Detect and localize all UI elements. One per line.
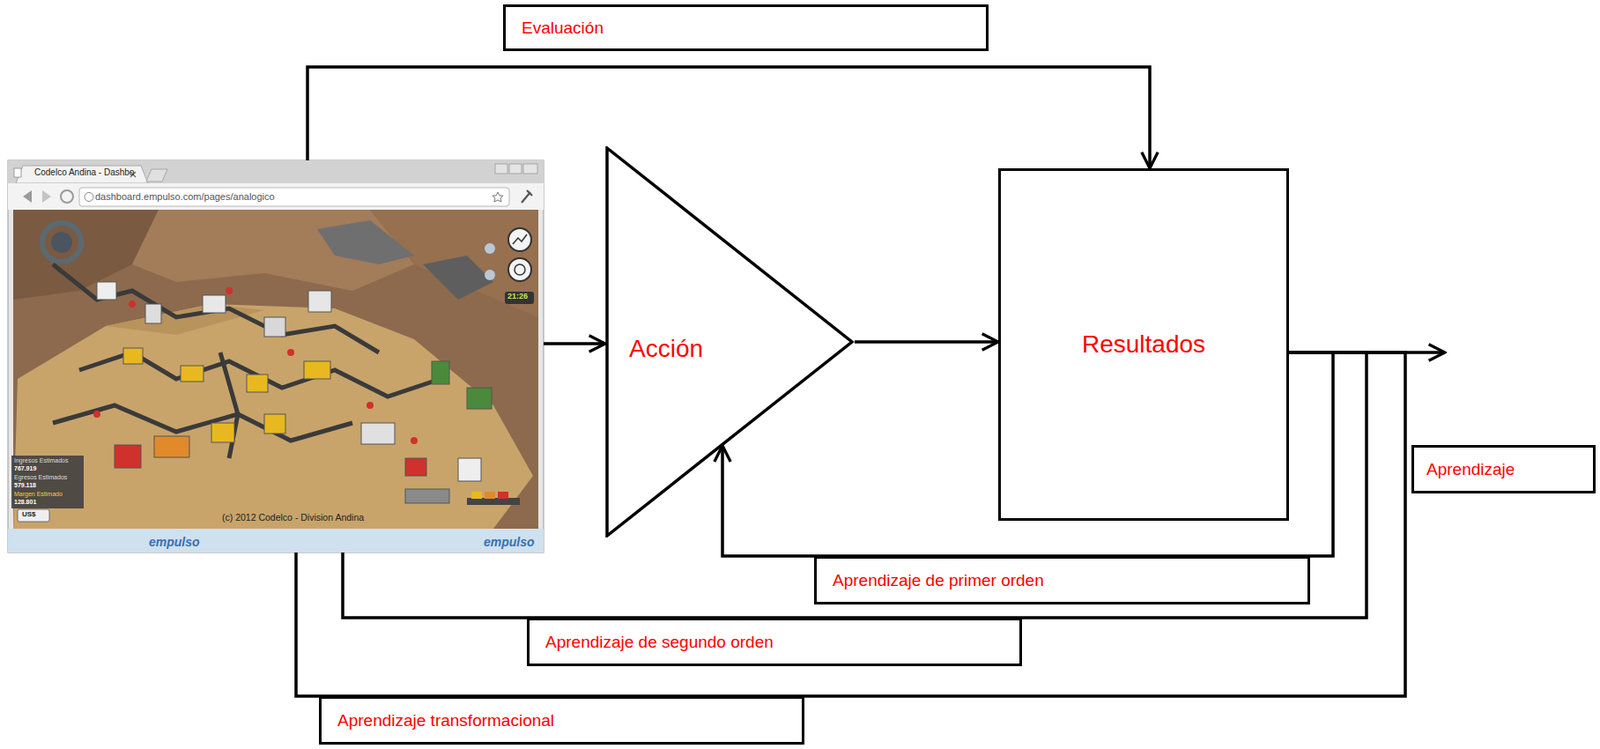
logo-text: empulso xyxy=(483,535,535,549)
currency-button: US$ xyxy=(22,511,37,519)
panel-value: 767.919 xyxy=(14,465,37,473)
connector xyxy=(854,340,999,344)
connector xyxy=(307,66,1150,169)
action-label: Acción xyxy=(629,334,704,363)
box-label: Aprendizaje transformacional xyxy=(337,711,555,731)
clock-text: 21:26 xyxy=(507,292,528,302)
evaluation-box: Evaluación xyxy=(503,4,989,52)
box-label: Evaluación xyxy=(521,18,604,38)
connector xyxy=(543,341,606,346)
box-label: Aprendizaje de segundo orden xyxy=(545,632,774,652)
box-label: Aprendizaje xyxy=(1426,459,1515,480)
action-triangle: Acción xyxy=(605,146,855,538)
logo-text: empulso xyxy=(148,535,200,549)
panel-value: 579.118 xyxy=(14,481,37,489)
tab-title: Codelco Andina - Dashbo xyxy=(34,167,134,178)
panel-value: 128.801 xyxy=(14,498,37,506)
box-label: Aprendizaje de primer orden xyxy=(832,570,1045,591)
dashboard-screenshot: Codelco Andina - Dashbo dashboard.empulso… xyxy=(7,160,544,553)
triangle-shape xyxy=(607,148,852,536)
url-text: dashboard.empulso.com/pages/analogico xyxy=(95,191,275,202)
label-box: Aprendizaje transformacional xyxy=(318,696,805,745)
copyright-text: (c) 2012 Codelco - Division Andina xyxy=(222,512,364,524)
box-label: Resultados xyxy=(1081,330,1206,359)
panel-label: Egresos Estimados xyxy=(14,474,67,482)
results-box: Resultados xyxy=(998,168,1289,521)
panel-label: Ingresos Estimados xyxy=(14,457,68,465)
learning-box: Aprendizaje xyxy=(1411,444,1596,494)
label-box: Aprendizaje de primer orden xyxy=(814,555,1311,605)
panel-label: Margen Estimado xyxy=(14,490,63,498)
label-box: Aprendizaje de segundo orden xyxy=(526,617,1023,667)
